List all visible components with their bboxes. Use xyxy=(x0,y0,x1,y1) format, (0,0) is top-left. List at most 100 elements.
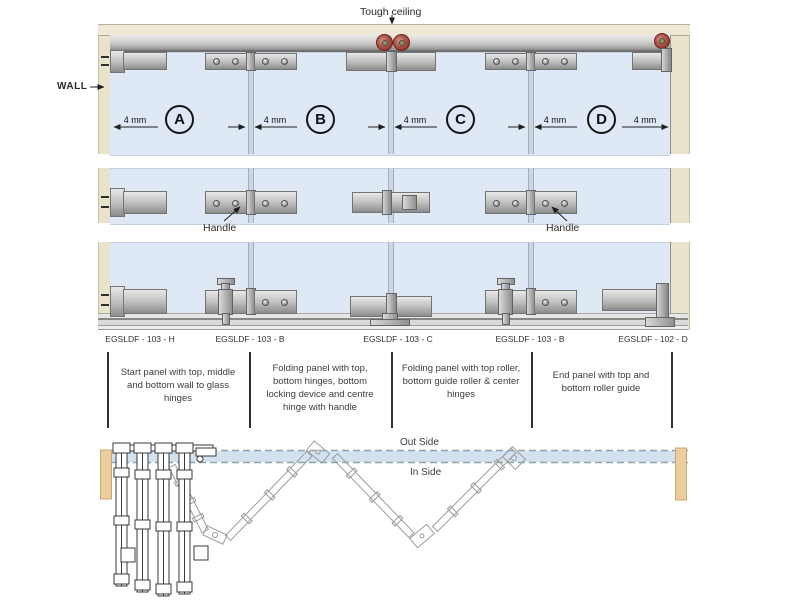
panel-letter-c-text: C xyxy=(455,111,466,128)
wall-screw-mark xyxy=(101,304,109,306)
plan-ghost-panels xyxy=(168,440,527,549)
part-code-4: EGSLDF - 103 - B xyxy=(495,334,565,344)
plan-view-folded-panels xyxy=(100,440,688,597)
screw-icon xyxy=(493,58,500,65)
end-bracket-bottom xyxy=(602,289,660,311)
screw-icon xyxy=(542,200,549,207)
description-divider xyxy=(531,352,533,428)
description-divider xyxy=(671,352,673,428)
hinge-bc-top-barrel xyxy=(386,51,397,72)
lock-cylinder-cd xyxy=(498,289,513,315)
floor-guide-wings-bc xyxy=(370,319,410,326)
hinge-cd-top-left-plate xyxy=(485,53,528,70)
panel-letter-b-text: B xyxy=(315,111,326,128)
wall-hinge-mid xyxy=(123,191,167,214)
lock-cylinder-ab xyxy=(218,289,233,315)
wall-screw-mark xyxy=(101,56,109,58)
lock-hinge-ab-right-plate xyxy=(254,290,297,314)
hinge-ab-top-left-plate xyxy=(205,53,248,70)
center-hinge-bc-bracket xyxy=(402,195,417,210)
bottom-roller-guide xyxy=(645,317,675,327)
dim-4mm-left-wall: 4 mm xyxy=(123,115,147,125)
screw-icon xyxy=(542,58,549,65)
plan-folded-stack xyxy=(112,442,217,597)
lock-hinge-cd-right-plate xyxy=(534,290,577,314)
panel-d-description: End panel with top and bottom roller gui… xyxy=(552,370,650,395)
screw-icon xyxy=(512,58,519,65)
top-roller-icon xyxy=(393,34,410,51)
panel-b-description: Folding panel with top, bottom hinges, b… xyxy=(266,363,374,414)
handle-label-left: Handle xyxy=(203,222,237,234)
part-code-2: EGSLDF - 103 - B xyxy=(215,334,285,344)
dim-4mm-gap-cd: 4 mm xyxy=(543,115,567,125)
part-code-1: EGSLDF - 103 - H xyxy=(105,334,175,344)
end-roller-icon xyxy=(654,33,670,49)
screw-icon xyxy=(232,58,239,65)
handle-hinge-ab-left-plate xyxy=(205,191,248,214)
panel-a-description: Start panel with top, middle and bottom … xyxy=(120,367,236,405)
dim-4mm-gap-bc: 4 mm xyxy=(403,115,427,125)
dim-4mm-right-wall: 4 mm xyxy=(633,115,657,125)
panel-gap-cd-band3 xyxy=(528,242,534,313)
handle-hinge-ab-right-plate xyxy=(254,191,297,214)
hinge-cd-top-right-plate xyxy=(534,53,577,70)
panel-letter-c: C xyxy=(446,105,475,134)
panel-gap-bc-band3 xyxy=(388,242,394,313)
dim-4mm-gap-ab: 4 mm xyxy=(263,115,287,125)
screw-icon xyxy=(262,200,269,207)
screw-icon xyxy=(561,58,568,65)
plan-right-wall-post xyxy=(675,447,687,501)
screw-icon xyxy=(512,200,519,207)
description-divider xyxy=(249,352,251,428)
wall-screw-mark xyxy=(101,206,109,208)
panel-letter-b: B xyxy=(306,105,335,134)
right-wall-band3 xyxy=(670,242,690,330)
screw-icon xyxy=(262,299,269,306)
part-code-3: EGSLDF - 103 - C xyxy=(363,334,433,344)
end-bracket-top-bar xyxy=(661,48,672,72)
plan-track-band xyxy=(112,451,675,462)
handle-hinge-cd-left-plate xyxy=(485,191,528,214)
panel-letter-a-text: A xyxy=(174,111,185,128)
out-side-label: Out Side xyxy=(400,437,439,448)
right-wall-band2 xyxy=(670,168,690,223)
hinge-ab-top-right-plate xyxy=(254,53,297,70)
end-bracket-bottom-bar xyxy=(656,283,669,318)
panel-gap-ab-band1 xyxy=(248,52,254,154)
screw-icon xyxy=(561,200,568,207)
lock-pin-cd xyxy=(502,313,510,325)
panel-letter-d-text: D xyxy=(596,111,607,128)
wall-label: WALL xyxy=(57,81,88,92)
handle-label-right: Handle xyxy=(546,222,580,234)
screw-icon xyxy=(281,58,288,65)
right-wall-band1 xyxy=(670,30,690,154)
screw-icon xyxy=(232,200,239,207)
description-divider xyxy=(391,352,393,428)
handle-hinge-cd-right-plate xyxy=(534,191,577,214)
in-side-label: In Side xyxy=(410,467,442,478)
part-code-5: EGSLDF - 102 - D xyxy=(618,334,688,344)
wall-hinge-top xyxy=(123,52,167,70)
screw-icon xyxy=(262,58,269,65)
description-divider xyxy=(107,352,109,428)
screw-icon xyxy=(542,299,549,306)
panel-letter-d: D xyxy=(587,105,616,134)
wall-screw-mark xyxy=(101,294,109,296)
plan-left-wall-post xyxy=(100,449,112,500)
screw-icon xyxy=(281,200,288,207)
screw-icon xyxy=(281,299,288,306)
wall-screw-mark xyxy=(101,64,109,66)
panel-gap-bc-band1 xyxy=(388,52,394,154)
panel-gap-cd-band1 xyxy=(528,52,534,154)
tough-ceiling-label: Tough ceiling xyxy=(360,6,422,18)
lock-pin-ab xyxy=(222,313,230,325)
screw-icon xyxy=(561,299,568,306)
screw-icon xyxy=(213,200,220,207)
screw-icon xyxy=(213,58,220,65)
panel-gap-ab-band3 xyxy=(248,242,254,313)
screw-icon xyxy=(493,200,500,207)
wall-hinge-bottom xyxy=(123,289,167,314)
wall-screw-mark xyxy=(101,196,109,198)
center-hinge-bc-barrel xyxy=(382,190,392,215)
